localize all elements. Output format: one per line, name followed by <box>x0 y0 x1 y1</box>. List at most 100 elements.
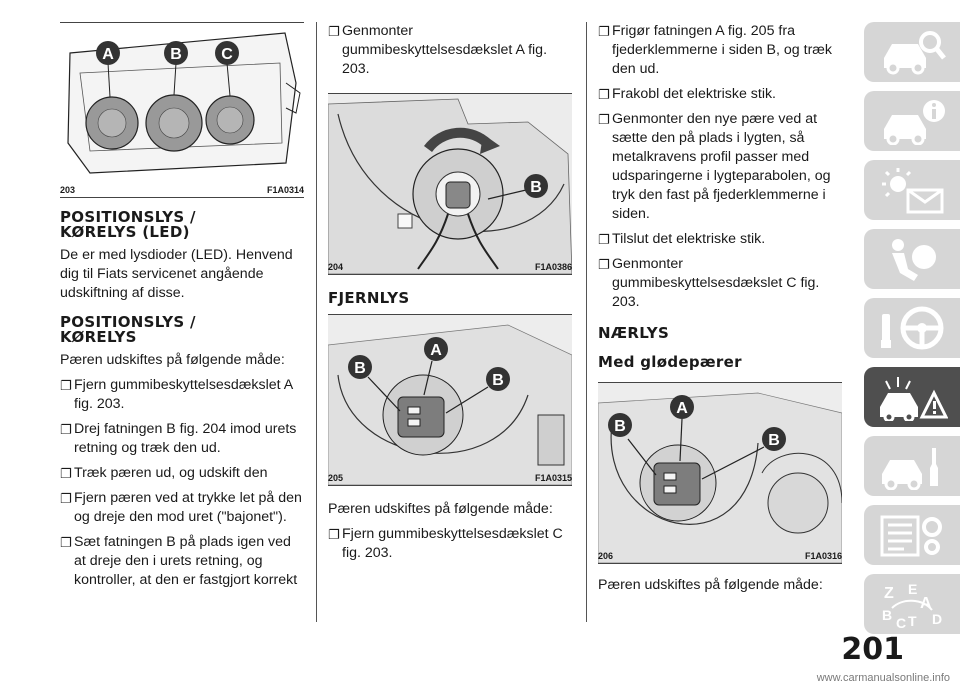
step-item: ❐Frigør fatningen A fig. 205 fra fjederk… <box>598 23 832 77</box>
figure-caption: 205 F1A0315 <box>328 470 572 483</box>
page-number: 201 <box>841 632 904 667</box>
alphabetical-index-icon: Z E A B C T D <box>882 581 942 630</box>
checkbox-icon: ❐ <box>598 257 610 272</box>
main-beam-bulb-illustration: A B B <box>328 315 572 485</box>
step-item: ❐Genmonter gummibeskyttelsesdækslet A fi… <box>328 23 548 77</box>
figure-206: A B B 206 F1A0316 <box>598 382 842 564</box>
checkbox-icon: ❐ <box>60 378 72 393</box>
steering-wheel-icon <box>881 306 944 350</box>
subsection-heading: Med glødepærer <box>598 353 742 371</box>
figure-203: A B C 203 F1A0314 <box>60 22 304 198</box>
svg-text:E: E <box>908 581 917 597</box>
label-c: C <box>215 41 239 65</box>
car-search-icon <box>884 31 946 75</box>
svg-text:B: B <box>768 432 780 449</box>
sidebar-tab-warning-lights[interactable] <box>864 160 960 220</box>
checkbox-icon: ❐ <box>60 535 72 550</box>
figure-code: F1A0314 <box>266 185 304 195</box>
checkbox-icon: ❐ <box>60 422 72 437</box>
figure-caption: 206 F1A0316 <box>598 548 842 561</box>
checkbox-icon: ❐ <box>598 87 610 102</box>
car-info-icon <box>884 100 945 145</box>
sidebar-tab-safety[interactable] <box>864 229 960 289</box>
label-b: B <box>608 413 632 437</box>
step-item: ❐Fjern gummibeskyttelsesdækslet A fig. 2… <box>60 377 293 412</box>
column-2: ❐Genmonter gummibeskyttelsesdækslet A fi… <box>328 22 572 569</box>
svg-text:B: B <box>614 418 626 435</box>
sidebar-tab-index[interactable]: Z E A B C T D <box>864 574 960 634</box>
label-b: B <box>762 427 786 451</box>
figure-caption: 203 F1A0314 <box>60 182 304 195</box>
checkbox-icon: ❐ <box>328 527 340 542</box>
label-a: A <box>670 395 694 419</box>
checkbox-icon: ❐ <box>598 232 610 247</box>
watermark: www.carmanualsonline.info <box>816 672 950 684</box>
car-breakdown-icon <box>880 377 948 421</box>
paragraph: Pæren udskiftes på følgende måde: <box>328 501 553 517</box>
step-item: ❐Genmonter gummibeskyttelsesdækslet C fi… <box>598 256 820 310</box>
svg-text:C: C <box>221 46 233 63</box>
figure-number: 205 <box>328 473 344 483</box>
paragraph: De er med lysdioder (LED). Henvend dig t… <box>60 247 293 301</box>
svg-text:Z: Z <box>884 585 894 602</box>
sidebar-tab-starting-driving[interactable] <box>864 298 960 358</box>
svg-text:A: A <box>430 342 442 359</box>
svg-text:B: B <box>170 46 182 63</box>
step-item: ❐Tilslut det elektriske stik. <box>598 231 766 247</box>
figure-number: 206 <box>598 551 614 561</box>
svg-text:T: T <box>908 613 917 629</box>
checkbox-icon: ❐ <box>60 491 72 506</box>
column-3: ❐Frigør fatningen A fig. 205 fra fjederk… <box>598 22 842 601</box>
section-heading: POSITIONSLYS / KØRELYS <box>60 313 196 346</box>
svg-text:C: C <box>896 615 906 630</box>
step-item: ❐Sæt fatningen B på plads igen ved at dr… <box>60 534 298 588</box>
figure-code: F1A0386 <box>534 262 572 272</box>
checkbox-icon: ❐ <box>598 112 610 127</box>
column-1: A B C 203 F1A0314 POSITIONSLYS / KØRELYS… <box>60 22 304 596</box>
warning-lights-icon <box>882 168 944 214</box>
section-heading: FJERNLYS <box>328 289 410 307</box>
svg-text:B: B <box>492 372 504 389</box>
checkbox-icon: ❐ <box>598 24 610 39</box>
car-service-icon <box>882 448 938 490</box>
sidebar-tab-servicing[interactable] <box>864 436 960 496</box>
label-a: A <box>424 337 448 361</box>
sidebar-tab-technical-data[interactable] <box>864 505 960 565</box>
svg-text:B: B <box>354 360 366 377</box>
step-item: ❐Genmonter den nye pære ved at sætte den… <box>598 111 831 222</box>
chapter-sidebar: Z E A B C T D <box>864 22 960 643</box>
label-b: B <box>164 41 188 65</box>
figure-number: 204 <box>328 262 344 272</box>
figure-number: 203 <box>60 185 76 195</box>
paragraph: Pæren udskiftes på følgende måde: <box>598 577 823 593</box>
paragraph: Pæren udskiftes på følgende måde: <box>60 352 285 368</box>
step-item: ❐Træk pæren ud, og udskift den <box>60 465 268 481</box>
svg-text:B: B <box>530 179 542 196</box>
sidebar-tab-in-an-emergency[interactable] <box>864 367 960 427</box>
column-divider <box>586 22 587 622</box>
svg-text:A: A <box>676 400 688 417</box>
step-item: ❐Fjern pæren ved at trykke let på den og… <box>60 490 302 525</box>
sidebar-tab-car-info[interactable] <box>864 91 960 151</box>
technical-data-icon <box>880 515 942 557</box>
headlamp-rear-illustration: A B C <box>67 32 301 174</box>
svg-text:A: A <box>102 46 114 63</box>
step-item: ❐Frakobl det elektriske stik. <box>598 86 777 102</box>
figure-204: B 204 F1A0386 <box>328 93 572 275</box>
figure-code: F1A0316 <box>804 551 842 561</box>
sidebar-tab-car-search[interactable] <box>864 22 960 82</box>
label-a: A <box>96 41 120 65</box>
svg-text:D: D <box>932 611 942 627</box>
bulb-holder-rotate-illustration: B <box>328 94 572 274</box>
label-b: B <box>486 367 510 391</box>
figure-code: F1A0315 <box>534 473 572 483</box>
section-heading: POSITIONSLYS / KØRELYS (LED) <box>60 208 196 241</box>
svg-text:B: B <box>882 607 892 623</box>
airbag-icon <box>892 239 936 281</box>
figure-caption: 204 F1A0386 <box>328 259 572 272</box>
step-item: ❐Fjern gummibeskyttelsesdækslet C fig. 2… <box>328 526 563 561</box>
dipped-beam-bulb-illustration: A B B <box>598 383 842 563</box>
checkbox-icon: ❐ <box>60 466 72 481</box>
step-item: ❐Drej fatningen B fig. 204 imod urets re… <box>60 421 297 456</box>
